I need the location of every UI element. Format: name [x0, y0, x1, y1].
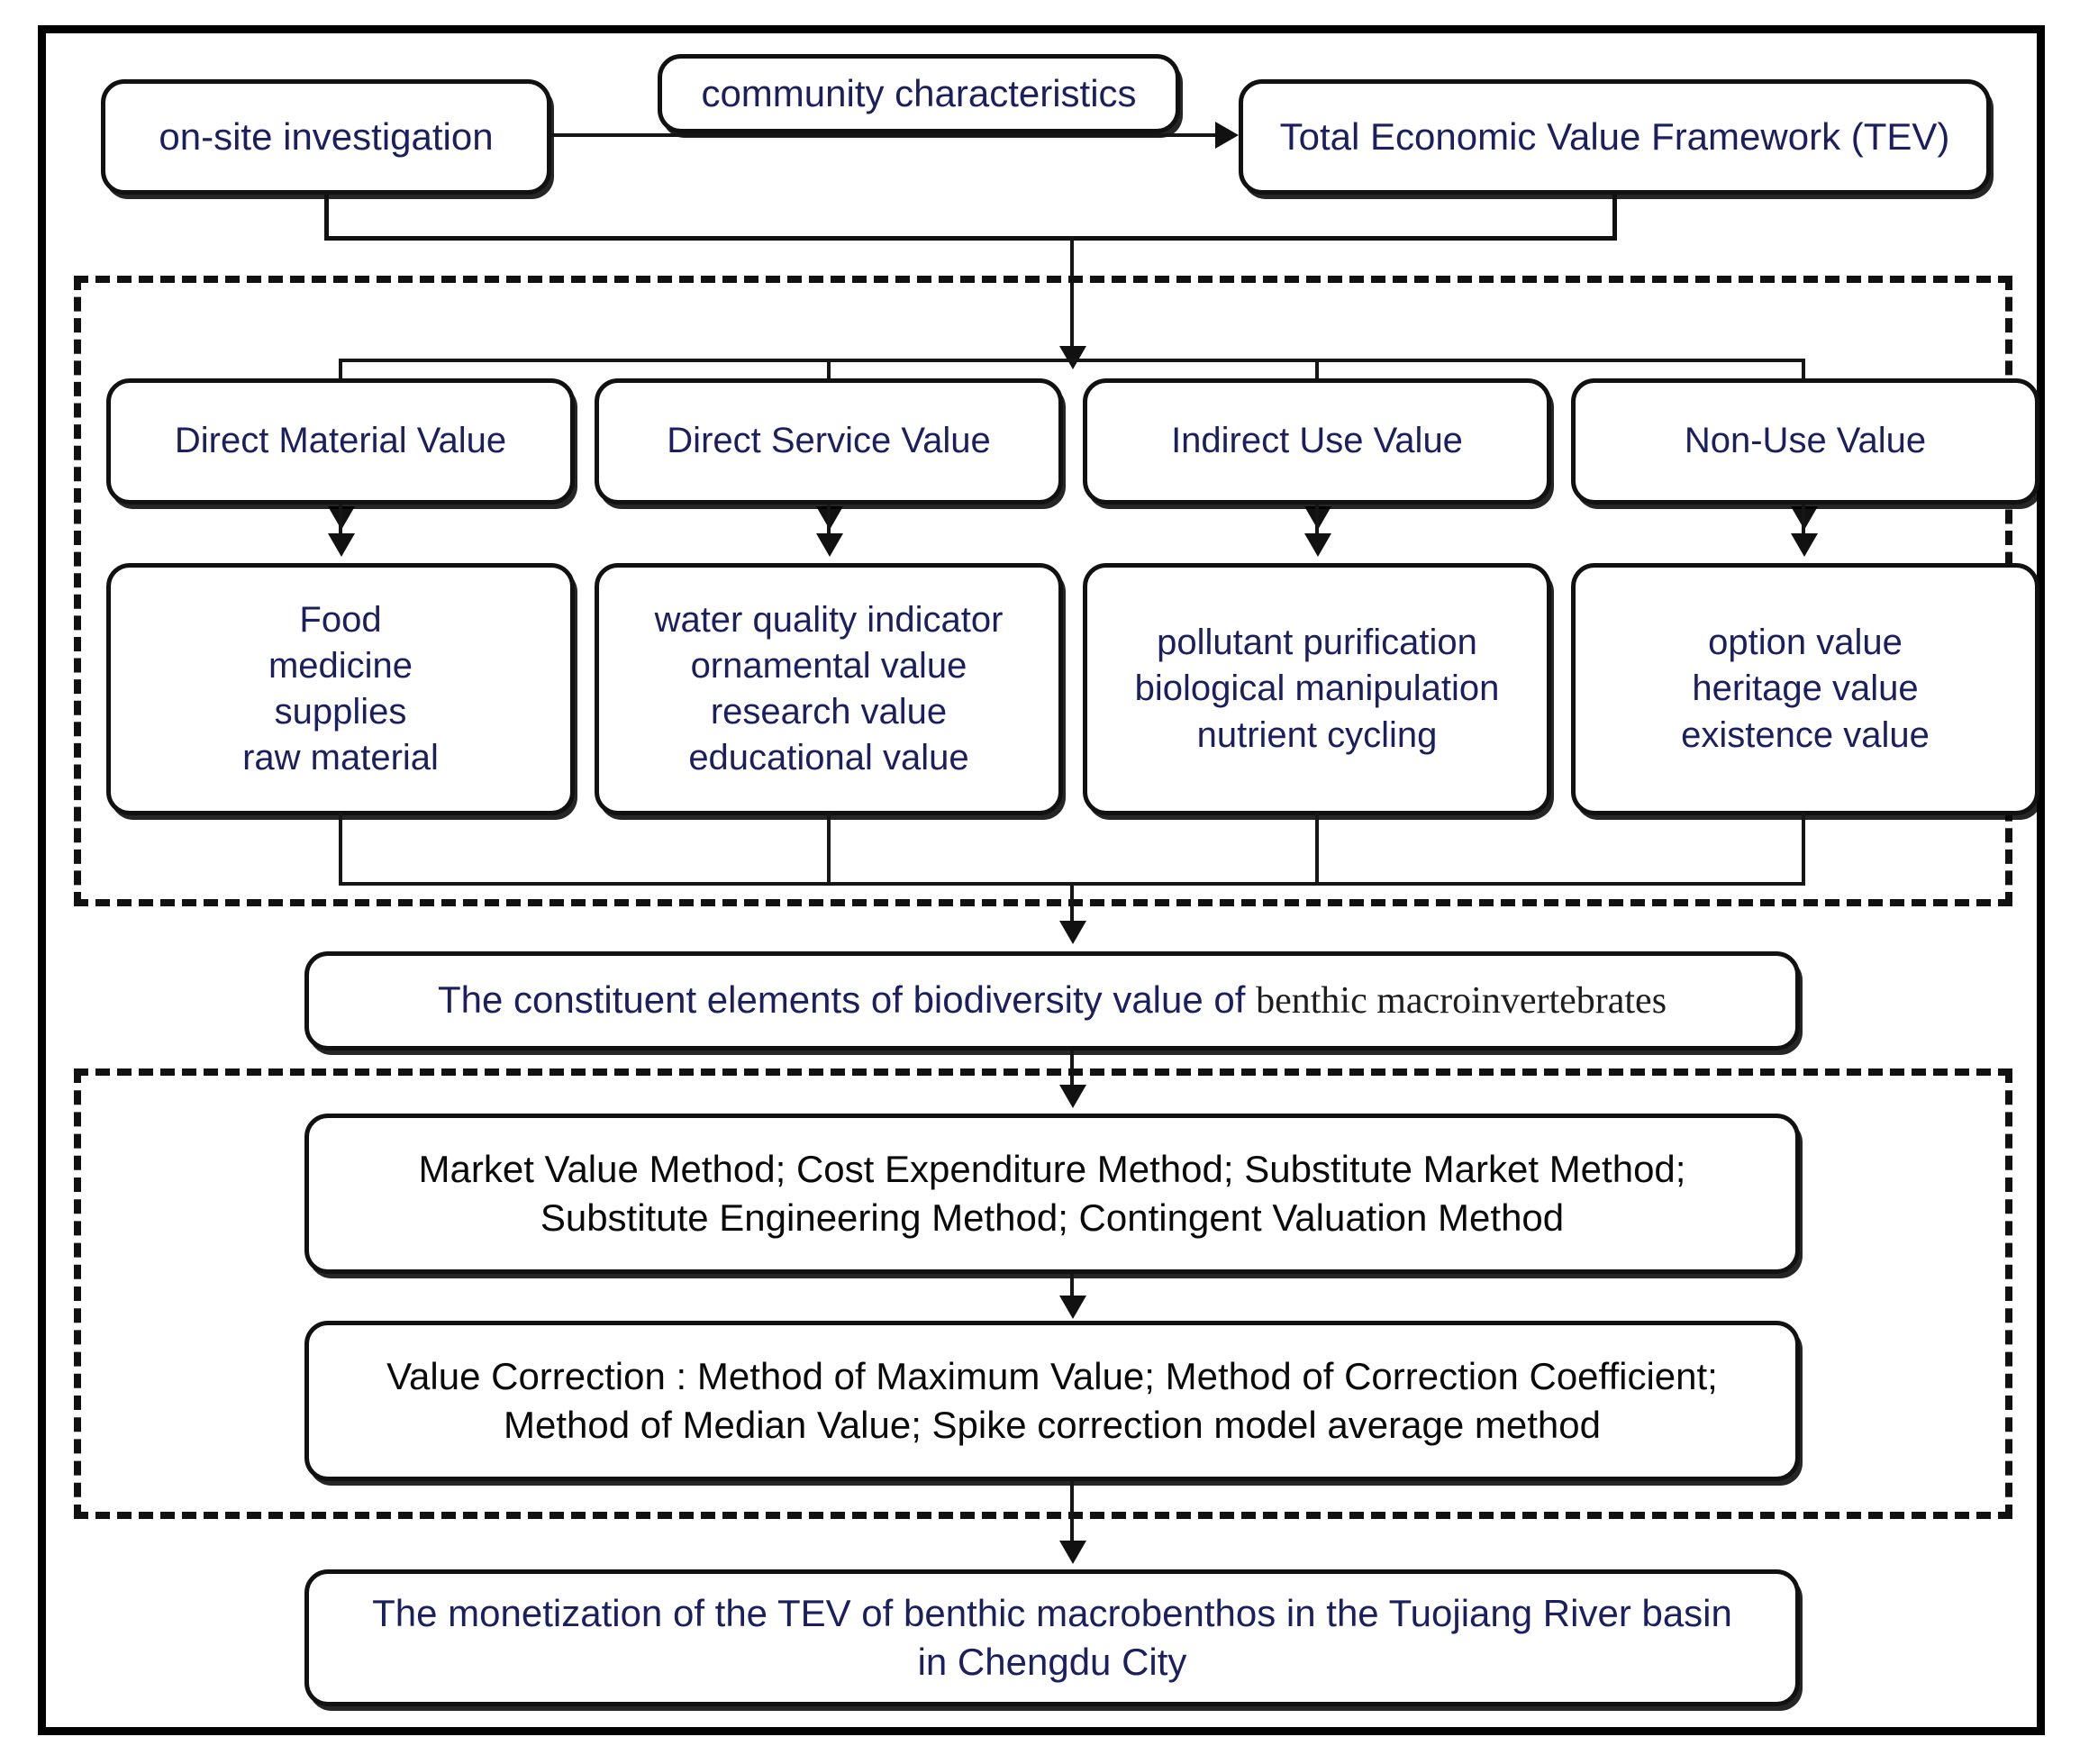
node-label: Non-Use Value — [1684, 421, 1927, 461]
connector-detail2-down — [827, 814, 831, 886]
detail-line: medicine — [268, 645, 413, 686]
arrowhead-onsite-to-tev — [1215, 122, 1239, 149]
connector-detail1-down — [339, 814, 342, 886]
detail-line: existence value — [1681, 714, 1930, 755]
detail-line: supplies — [274, 692, 407, 732]
connector-dmv-to-details — [339, 505, 342, 539]
arrowhead-iuv-to-details — [1304, 533, 1331, 557]
detail-line: Food — [299, 599, 382, 640]
detail-line: research value — [710, 692, 948, 732]
arrowhead-bus-to-split — [1059, 346, 1086, 369]
node-label: on-site investigation — [159, 115, 494, 159]
node-non-use-details: option value heritage value existence va… — [1571, 563, 2039, 815]
outcome-line-2: in Chengdu City — [917, 1641, 1187, 1683]
node-valuation-methods: Market Value Method; Cost Expenditure Me… — [304, 1114, 1800, 1274]
node-indirect-use-value: Indirect Use Value — [1083, 378, 1551, 505]
group-valuation-methods — [74, 1068, 2012, 1519]
methods-line-2: Substitute Engineering Method; Contingen… — [540, 1196, 1565, 1239]
connector-merge-bus — [324, 236, 1617, 241]
node-label: Total Economic Value Framework (TEV) — [1279, 115, 1950, 159]
node-direct-service-value: Direct Service Value — [595, 378, 1063, 505]
detail-line: water quality indicator — [654, 599, 1004, 640]
node-label: Direct Material Value — [174, 421, 507, 461]
node-indirect-use-details: pollutant purification biological manipu… — [1083, 563, 1551, 815]
detail-line: heritage value — [1692, 668, 1919, 709]
connector-onsite-to-tev — [551, 133, 1218, 137]
correction-line-1: Value Correction : Method of Maximum Val… — [386, 1355, 1718, 1398]
node-value-correction: Value Correction : Method of Maximum Val… — [304, 1321, 1800, 1481]
node-on-site-investigation: on-site investigation — [101, 79, 551, 195]
connector-correction-to-outcome — [1070, 1481, 1074, 1546]
outer-frame — [38, 25, 2045, 1735]
detail-line: educational value — [688, 738, 969, 778]
arrowhead-to-methods — [1059, 1085, 1086, 1108]
detail-line: option value — [1708, 623, 1903, 663]
outcome-line-1: The monetization of the TEV of benthic m… — [372, 1592, 1732, 1635]
arrowhead-dsv-to-details — [816, 533, 843, 557]
connector-tev-down — [1612, 195, 1617, 240]
arrowhead-to-correction — [1059, 1296, 1086, 1319]
node-label: community characteristics — [701, 72, 1137, 115]
connector-detail3-down — [1315, 814, 1319, 886]
detail-line: biological manipulation — [1134, 668, 1500, 709]
detail-line: raw material — [242, 738, 439, 778]
connector-detail4-down — [1802, 814, 1805, 886]
correction-line-2: Method of Median Value; Spike correction… — [504, 1404, 1601, 1446]
arrowhead-to-outcome — [1059, 1541, 1086, 1564]
connector-merge-to-constituent — [1070, 882, 1074, 929]
node-total-economic-value-framework: Total Economic Value Framework (TEV) — [1239, 79, 1991, 195]
connector-split-bus — [339, 359, 1805, 362]
arrowhead-dmv-to-details — [328, 533, 355, 557]
connector-iuv-to-details — [1315, 505, 1319, 539]
detail-line: nutrient cycling — [1196, 714, 1438, 755]
connector-dsv-to-details — [827, 505, 831, 539]
detail-line: ornamental value — [690, 645, 967, 686]
node-direct-service-details: water quality indicator ornamental value… — [595, 563, 1063, 815]
node-monetization-outcome: The monetization of the TEV of benthic m… — [304, 1569, 1800, 1706]
constituent-prefix: The constituent elements of biodiversity… — [437, 978, 1257, 1022]
node-direct-material-details: Food medicine supplies raw material — [106, 563, 575, 815]
connector-methods-to-correction — [1070, 1274, 1074, 1301]
connector-bus-to-split — [1070, 236, 1074, 359]
constituent-emphasis: benthic macroinvertebrates — [1256, 980, 1667, 1023]
arrowhead-nuv-to-details — [1791, 533, 1818, 557]
connector-nuv-to-details — [1802, 505, 1805, 539]
node-non-use-value: Non-Use Value — [1571, 378, 2039, 505]
node-label: Direct Service Value — [667, 421, 991, 461]
node-label: Indirect Use Value — [1171, 421, 1463, 461]
detail-line: pollutant purification — [1157, 623, 1477, 663]
methods-line-1: Market Value Method; Cost Expenditure Me… — [418, 1148, 1686, 1191]
node-community-characteristics: community characteristics — [658, 54, 1180, 133]
node-direct-material-value: Direct Material Value — [106, 378, 575, 505]
arrowhead-to-constituent — [1059, 921, 1086, 944]
connector-onsite-down — [324, 195, 329, 240]
node-constituent-elements: The constituent elements of biodiversity… — [304, 951, 1800, 1050]
